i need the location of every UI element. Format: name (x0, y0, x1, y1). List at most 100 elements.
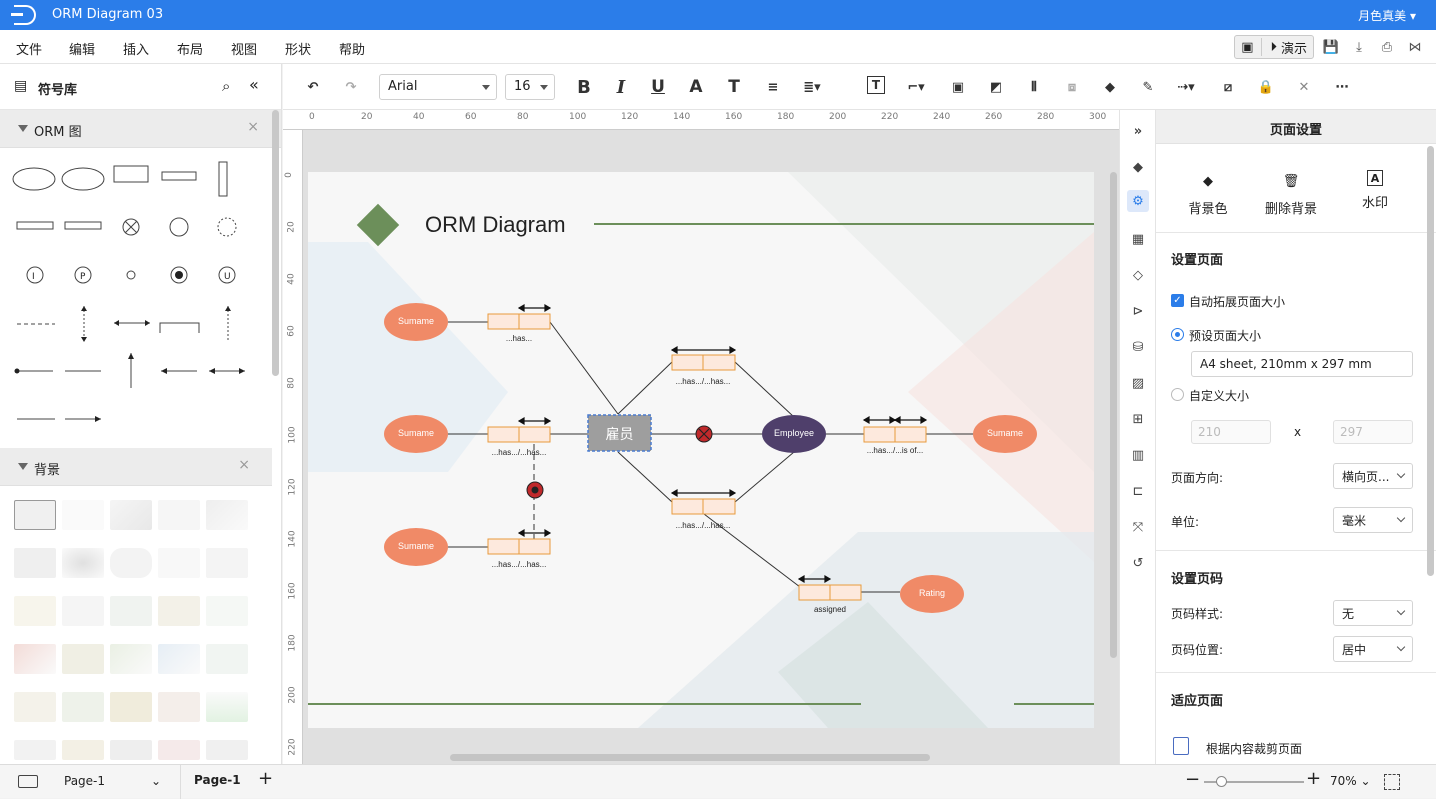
text-box-icon[interactable]: T (867, 76, 885, 94)
tools-icon[interactable]: ✕ (1298, 79, 1310, 95)
collapse-icon[interactable]: « (249, 75, 259, 94)
shape-exclusion[interactable] (122, 218, 140, 236)
panel-scrollbar[interactable] (1427, 146, 1434, 576)
crop-page-icon[interactable] (1173, 737, 1189, 755)
history-icon[interactable]: ↺ (1132, 555, 1144, 571)
height-input[interactable]: 297 (1333, 420, 1413, 444)
bg-thumb[interactable] (110, 500, 152, 530)
preset-size-select[interactable]: A4 sheet, 210mm x 297 mm (1191, 351, 1413, 377)
text-style-icon[interactable]: T (728, 77, 740, 97)
entity-employee[interactable] (762, 415, 826, 453)
bg-thumb[interactable] (206, 644, 248, 674)
line-color-icon[interactable]: ✎ (1142, 79, 1154, 95)
bg-thumb[interactable] (206, 596, 248, 626)
menu-edit[interactable]: 编辑 (69, 43, 96, 58)
menu-file[interactable]: 文件 (16, 43, 43, 58)
zoom-out-icon[interactable]: − (1185, 769, 1201, 790)
shape-u[interactable] (218, 266, 236, 284)
page-setup-icon[interactable]: ⚙ (1127, 190, 1149, 212)
zoom-slider-handle[interactable] (1216, 776, 1227, 787)
print-icon[interactable]: ⎙ (1381, 39, 1393, 55)
menu-help[interactable]: 帮助 (339, 43, 366, 58)
bg-thumb[interactable] (158, 692, 200, 722)
fit-icon[interactable]: ⤧ (1132, 519, 1144, 535)
orientation-select[interactable]: 横向页... (1333, 463, 1413, 489)
presentation-icon[interactable]: ⊳ (1132, 303, 1144, 319)
zoom-level[interactable]: 70% ⌄ (1330, 774, 1371, 788)
italic-icon[interactable]: I (616, 76, 626, 98)
undo-icon[interactable]: ↶ (307, 79, 319, 95)
entity-sumame[interactable] (384, 528, 448, 566)
share-icon[interactable]: ⋈ (1408, 39, 1422, 55)
bg-thumb[interactable] (62, 692, 104, 722)
bg-thumb[interactable] (62, 548, 104, 578)
canvas-area[interactable]: 0 20 40 60 80 100 120 140 160 180 200 22… (283, 110, 1119, 764)
auto-expand-checkbox[interactable]: ✓ (1171, 294, 1184, 307)
zoom-in-icon[interactable]: + (1306, 768, 1322, 789)
page-tab-active[interactable]: Page-1 (194, 773, 241, 787)
menu-layout[interactable]: 布局 (177, 43, 204, 58)
page-number-style-select[interactable]: 无 (1333, 600, 1413, 626)
bg-thumb[interactable] (14, 740, 56, 760)
bg-thumb[interactable] (158, 500, 200, 530)
selected-entity-box[interactable] (587, 414, 652, 452)
orm-section-header[interactable]: ORM 图 × (0, 110, 281, 148)
shape-fact-small[interactable] (64, 221, 102, 230)
diagram-title[interactable]: ORM Diagram (425, 212, 566, 237)
save-icon[interactable]: 💾 (1322, 39, 1340, 55)
font-family-select[interactable]: Arial (379, 74, 497, 100)
shape-rect[interactable] (113, 165, 149, 183)
shape-binary-fact[interactable] (161, 171, 197, 181)
arrange-icon[interactable]: ⫴ (1031, 79, 1037, 95)
shape-subset[interactable] (26, 266, 44, 284)
bg-thumb[interactable] (158, 596, 200, 626)
width-input[interactable]: 210 (1191, 420, 1271, 444)
more-icon[interactable]: ⋯ (1335, 79, 1349, 95)
page-number-position-select[interactable]: 居中 (1333, 636, 1413, 662)
menu-insert[interactable]: 插入 (123, 43, 150, 58)
bold-icon[interactable]: B (577, 76, 591, 98)
bg-thumb[interactable] (110, 692, 152, 722)
entity-rating[interactable] (900, 575, 964, 613)
org-chart-icon[interactable]: ⊞ (1132, 411, 1144, 427)
font-color-icon[interactable]: A (689, 77, 703, 97)
selected-entity-text[interactable]: 雇员 (605, 427, 634, 443)
download-icon[interactable]: ⤓ (1356, 39, 1362, 55)
close-icon[interactable]: × (238, 457, 250, 473)
present-button[interactable]: ▣ ⏵ 演示 (1234, 35, 1314, 59)
fit-content-label[interactable]: 根据内容裁剪页面 (1206, 742, 1303, 756)
bg-thumb[interactable] (14, 548, 56, 578)
shape-value[interactable] (61, 167, 105, 191)
shadow-icon[interactable]: ◩ (989, 79, 1003, 95)
menu-shape[interactable]: 形状 (285, 43, 312, 58)
unit-select[interactable]: 毫米 (1333, 507, 1413, 533)
bring-front-icon[interactable]: ▣ (951, 79, 965, 95)
fill-color-icon[interactable]: ◆ (1105, 79, 1115, 95)
layers-icon[interactable]: ◇ (1133, 267, 1143, 283)
group-icon[interactable]: ⧈ (1067, 79, 1077, 95)
bg-thumb[interactable] (62, 596, 104, 626)
font-size-select[interactable]: 16 (505, 74, 555, 100)
sidebar-scrollbar[interactable] (272, 110, 279, 376)
bg-thumb[interactable] (110, 596, 152, 626)
align-icon[interactable]: ≡ (767, 79, 779, 95)
canvas-scrollbar-h[interactable] (450, 754, 930, 761)
redo-icon[interactable]: ↷ (345, 79, 357, 95)
bg-thumb[interactable] (206, 740, 248, 760)
diagram-page[interactable]: ORM Diagram Sumame Sumame Sumame Employe… (308, 172, 1094, 728)
add-page-icon[interactable]: + (258, 768, 274, 789)
user-menu[interactable]: 月色真美 ▾ (1358, 9, 1416, 23)
shape-p[interactable] (74, 266, 92, 284)
format-icon[interactable]: ⊏ (1132, 483, 1144, 499)
fullscreen-icon[interactable] (1384, 774, 1400, 790)
background-section-header[interactable]: 背景 × (0, 448, 272, 486)
expand-icon[interactable]: » (1133, 123, 1143, 139)
lock-icon[interactable]: 🔒 (1257, 79, 1275, 95)
edit-shape-icon[interactable]: ⧄ (1223, 79, 1233, 95)
grid-icon[interactable]: ▦ (1131, 231, 1145, 247)
bg-thumb[interactable] (158, 644, 200, 674)
bg-thumb[interactable] (110, 548, 152, 578)
shape-mandatory[interactable] (170, 266, 188, 284)
custom-size-radio[interactable] (1171, 388, 1184, 401)
entity-sumame[interactable] (384, 415, 448, 453)
